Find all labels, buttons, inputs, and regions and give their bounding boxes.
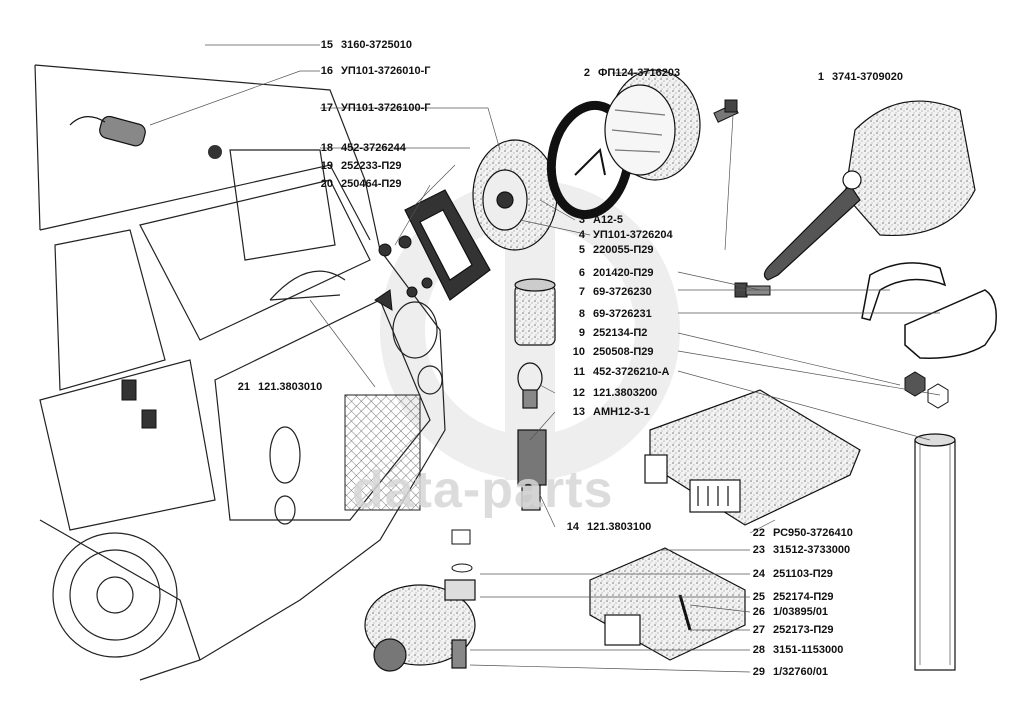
relay-module — [644, 389, 861, 526]
small-grommet — [208, 145, 222, 159]
horn-housing — [472, 139, 558, 251]
clamp-lower — [904, 289, 997, 359]
lamp-cover — [604, 69, 701, 181]
connector — [121, 235, 433, 429]
lamp-socket — [514, 278, 556, 346]
starter-relay — [364, 579, 476, 672]
clamp-upper — [861, 262, 947, 321]
gasket — [404, 189, 491, 301]
vehicle-body — [34, 64, 446, 681]
radiator-grille — [344, 394, 421, 511]
watermark-text: data-parts — [352, 461, 614, 519]
cigarette-lighter — [69, 115, 146, 147]
lamp-bulb — [517, 362, 543, 409]
washer — [451, 529, 473, 573]
combination-switch — [763, 100, 976, 281]
control-unit — [589, 547, 746, 661]
switch-button — [517, 429, 547, 511]
leader-lines — [149, 44, 941, 673]
steering-column — [914, 433, 956, 671]
screw — [713, 99, 739, 123]
